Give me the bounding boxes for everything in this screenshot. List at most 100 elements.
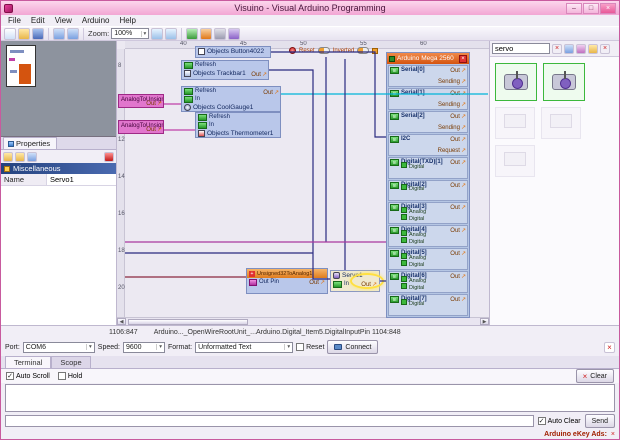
- arduino-header[interactable]: Arduino Mega 2560 ×: [387, 53, 469, 64]
- component-analogtounsigned1[interactable]: AnalogToUnsigned1 Out: [118, 94, 164, 108]
- coolgauge-out-pin[interactable]: Out: [263, 89, 279, 96]
- out-pin[interactable]: Out: [450, 67, 466, 74]
- in-pin[interactable]: In: [390, 273, 399, 281]
- out-pin[interactable]: Out: [450, 182, 466, 189]
- reset-checkbox[interactable]: Reset: [296, 343, 324, 351]
- scroll-left-button[interactable]: ◀: [117, 318, 126, 325]
- component-thermometer1[interactable]: Refresh In Objects Thermometer1: [195, 112, 281, 138]
- scroll-right-button[interactable]: ▶: [480, 318, 489, 325]
- canvas-horizontal-scrollbar[interactable]: ◀ ▶: [117, 317, 489, 325]
- disconnect-icon[interactable]: ×: [604, 341, 615, 353]
- new-sketch-icon[interactable]: [4, 27, 16, 40]
- connect-button[interactable]: Connect: [327, 340, 379, 354]
- reset-icon[interactable]: [289, 47, 296, 54]
- auto-clear-checkbox[interactable]: ✓ Auto Clear: [537, 417, 581, 425]
- pin-row-digital-txd1[interactable]: In Digital(TXD)[1] Digital Out: [388, 156, 468, 179]
- redo-icon[interactable]: [67, 27, 79, 40]
- sending-pin[interactable]: Sending: [438, 101, 466, 108]
- in-pin[interactable]: [184, 95, 193, 103]
- in-pin[interactable]: In: [390, 296, 399, 304]
- refresh-pin[interactable]: [198, 113, 207, 121]
- settings-icon[interactable]: [214, 27, 227, 40]
- clear-button[interactable]: × Clear: [575, 369, 614, 383]
- ad-text[interactable]: Arduino eKey Ads:: [544, 430, 607, 438]
- reset-toggle[interactable]: [317, 47, 330, 54]
- in-pin[interactable]: In: [390, 204, 399, 212]
- view-large-icons-icon[interactable]: [564, 43, 574, 54]
- clear-search-icon[interactable]: ×: [552, 43, 562, 54]
- filter-icon[interactable]: [588, 43, 598, 54]
- port-select[interactable]: COM6 ▾: [22, 341, 95, 353]
- help-icon[interactable]: [228, 27, 241, 40]
- pin-icon[interactable]: [104, 151, 114, 162]
- in-pin[interactable]: In: [390, 135, 399, 143]
- pin-row-digital4[interactable]: In Digital[4] Analog Digital Out: [388, 225, 468, 248]
- property-value[interactable]: Servo1: [50, 175, 74, 184]
- design-canvas[interactable]: 40 45 50 55 60 8 10 12 14 16 18 20 Objec…: [117, 41, 489, 325]
- in-pin[interactable]: [198, 121, 207, 129]
- collapse-all-icon[interactable]: [15, 151, 25, 162]
- request-pin[interactable]: Request: [438, 147, 466, 154]
- in-pin[interactable]: In: [390, 227, 399, 235]
- sending-pin[interactable]: Sending: [438, 124, 466, 131]
- u2a-in-pin[interactable]: [249, 278, 257, 286]
- delete-icon[interactable]: ×: [459, 54, 467, 63]
- view-list-icon[interactable]: [576, 43, 586, 54]
- out-pin[interactable]: Out: [450, 273, 466, 280]
- out-pin[interactable]: Out: [450, 113, 466, 120]
- menu-arduino[interactable]: Arduino: [81, 16, 110, 25]
- out-pin[interactable]: Out: [450, 136, 466, 143]
- in-pin[interactable]: In: [390, 89, 399, 97]
- pin-row-serial1[interactable]: In Serial[1] Out Sending: [388, 87, 468, 110]
- in-pin[interactable]: In: [390, 181, 399, 189]
- format-select[interactable]: Unformatted Text ▾: [195, 341, 294, 353]
- terminal-output[interactable]: [5, 384, 615, 412]
- close-ad-icon[interactable]: ×: [610, 430, 615, 438]
- tab-scope[interactable]: Scope: [51, 356, 91, 368]
- pin-row-digital6[interactable]: In Digital[6] Analog Digital Out: [388, 271, 468, 294]
- close-button[interactable]: ×: [600, 2, 616, 14]
- refresh-pin[interactable]: [184, 61, 193, 69]
- scroll-thumb[interactable]: [128, 318, 248, 325]
- pin-handle[interactable]: [372, 47, 379, 54]
- menu-edit[interactable]: Edit: [30, 16, 45, 25]
- out-pin[interactable]: Out: [450, 250, 466, 257]
- palette-item-servo-1[interactable]: [495, 63, 537, 101]
- pin-row-digital3[interactable]: In Digital[3] Analog Digital Out: [388, 202, 468, 225]
- out-pin[interactable]: Out: [450, 90, 466, 97]
- menu-view[interactable]: View: [54, 16, 72, 25]
- component-button4022[interactable]: Objects Button4022: [195, 46, 271, 58]
- property-category-header[interactable]: Miscellaneous: [1, 163, 116, 174]
- pin-row-serial2[interactable]: In Serial[2] Out Sending: [388, 110, 468, 133]
- search-input[interactable]: [492, 43, 550, 54]
- hold-checkbox[interactable]: Hold: [57, 372, 82, 380]
- pin-row-digital5[interactable]: In Digital[5] Analog Digital Out: [388, 248, 468, 271]
- expand-all-icon[interactable]: [3, 151, 13, 162]
- send-button[interactable]: Send: [584, 414, 615, 428]
- out-pin[interactable]: Out: [450, 227, 466, 234]
- pin-row-digital2[interactable]: In Digital[2] Digital Out: [388, 179, 468, 202]
- zoom-combo[interactable]: 100% ▾: [111, 28, 150, 39]
- tab-properties[interactable]: Properties: [3, 137, 58, 149]
- tab-terminal[interactable]: Terminal: [5, 356, 52, 368]
- send-input[interactable]: [5, 415, 534, 427]
- speed-select[interactable]: 9600 ▾: [122, 341, 165, 353]
- close-panel-icon[interactable]: ×: [600, 43, 610, 54]
- trackbar-out-pin[interactable]: Out: [251, 71, 267, 78]
- zoom-in-icon[interactable]: [151, 27, 164, 40]
- pin-row-serial0[interactable]: In Serial[0] Out Sending: [388, 65, 468, 87]
- menu-help[interactable]: Help: [119, 16, 136, 25]
- pin-row-digital7[interactable]: In Digital[7] Digital Out: [388, 294, 468, 316]
- in-pin[interactable]: In: [390, 112, 399, 120]
- in-pin[interactable]: In: [390, 158, 399, 166]
- maximize-button[interactable]: □: [583, 2, 599, 14]
- title-bar[interactable]: Visuino - Visual Arduino Programming – □…: [1, 1, 619, 15]
- upload-icon[interactable]: [200, 27, 213, 40]
- save-icon[interactable]: [32, 27, 44, 40]
- out-pin[interactable]: Out: [450, 296, 466, 303]
- inverted-toggle[interactable]: [357, 47, 370, 54]
- overview-minimap[interactable]: [1, 41, 116, 137]
- refresh-pin[interactable]: [184, 87, 193, 95]
- auto-scroll-checkbox[interactable]: ✓ Auto Scroll: [6, 372, 50, 380]
- out-pin[interactable]: Out: [450, 159, 466, 166]
